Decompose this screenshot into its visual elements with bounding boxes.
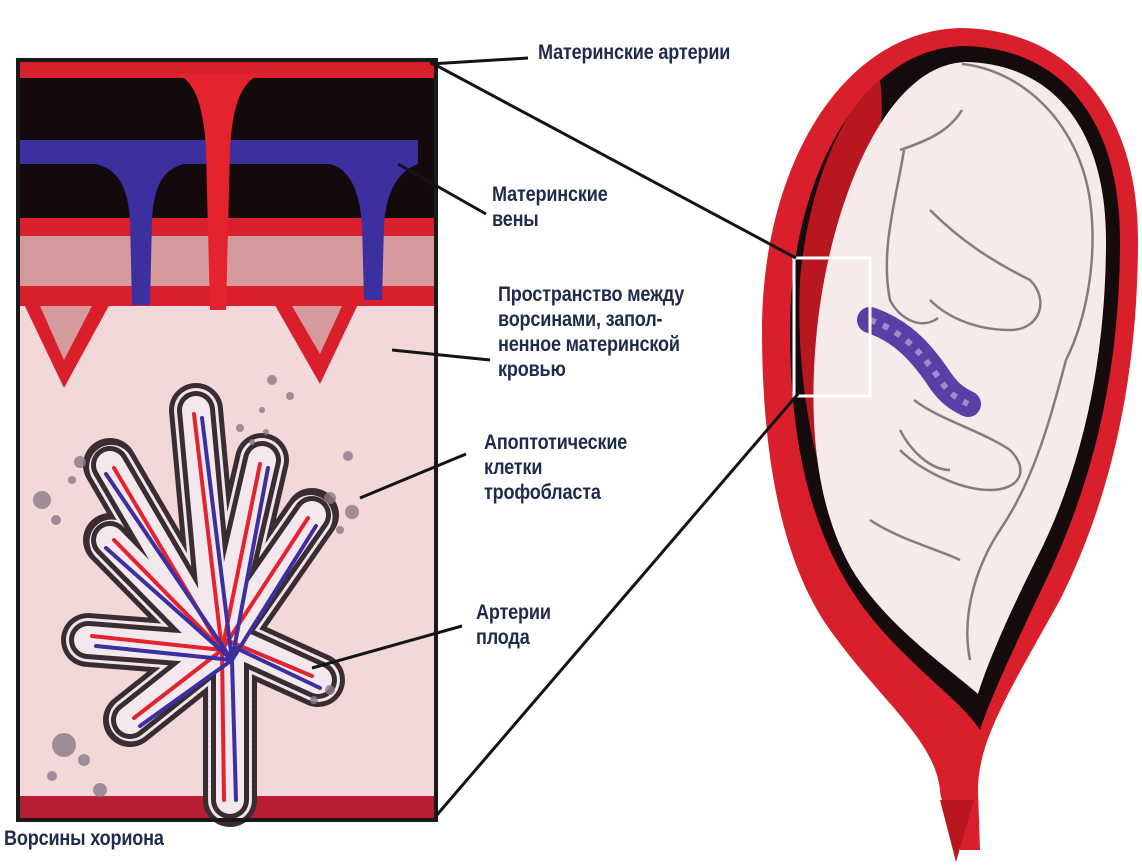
label-intervillous-space-line-1: Пространство между — [498, 282, 684, 307]
label-apoptotic-cells-line-1: Апоптотические — [484, 430, 627, 455]
label-apoptotic-cells-line-3: трофобласта — [484, 480, 627, 505]
uterus-with-fetus — [762, 28, 1138, 862]
label-fetal-arteries-line-2: плода — [476, 625, 551, 650]
label-intervillous-space-line-3: ненное материнской — [498, 332, 684, 357]
label-intervillous-space-line-4: кровью — [498, 357, 684, 382]
label-apoptotic-cells: Апоптотические клетки трофобласта — [484, 430, 627, 505]
zoom-line-top — [430, 62, 796, 258]
label-intervillous-space: Пространство между ворсинами, запол- нен… — [498, 282, 684, 382]
label-maternal-veins: Материнские вены — [492, 182, 608, 232]
label-fetal-arteries-line-1: Артерии — [476, 600, 551, 625]
label-fetal-arteries: Артерии плода — [476, 600, 551, 650]
label-intervillous-space-line-2: ворсинами, запол- — [498, 307, 684, 332]
leader-maternal-arteries — [430, 58, 528, 64]
label-maternal-veins-line-2: вены — [492, 207, 608, 232]
enlarged-villus-panel — [18, 60, 436, 820]
label-maternal-veins-line-1: Материнские — [492, 182, 608, 207]
label-apoptotic-cells-line-2: клетки — [484, 455, 627, 480]
label-maternal-arteries: Материнские артерии — [538, 40, 730, 65]
label-chorionic-villi: Ворсины хориона — [4, 826, 164, 851]
